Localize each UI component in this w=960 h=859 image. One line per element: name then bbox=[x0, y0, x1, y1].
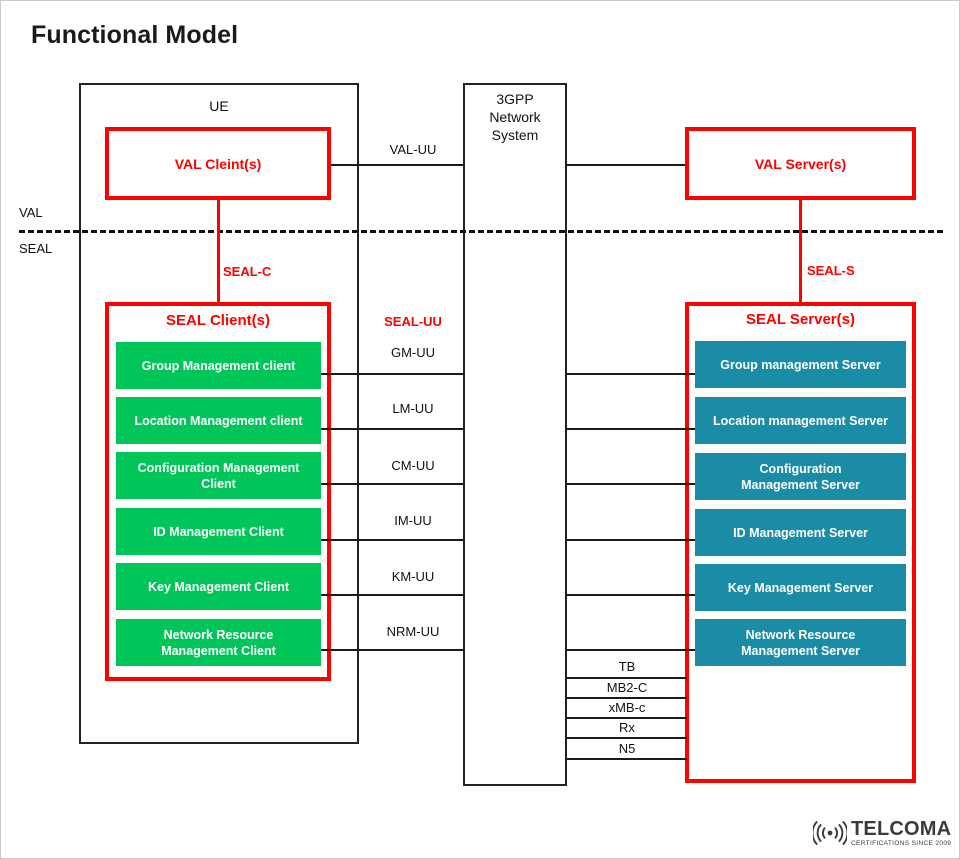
interface-label-0: GM-UU bbox=[390, 345, 436, 360]
network-connector-0 bbox=[567, 677, 687, 679]
service-connector-0-right bbox=[567, 373, 695, 375]
network-connector-2 bbox=[567, 717, 687, 719]
ue-container bbox=[79, 83, 359, 744]
network-interface-label-0: TB bbox=[618, 659, 636, 674]
service-connector-1-left bbox=[321, 428, 463, 430]
chip-server-1[interactable]: Location management Server bbox=[695, 397, 906, 444]
network-connector-4 bbox=[567, 758, 687, 760]
service-connector-3-left bbox=[321, 539, 463, 541]
network-interface-label-4: N5 bbox=[618, 741, 636, 756]
chip-client-5[interactable]: Network Resource Management Client bbox=[116, 619, 321, 666]
service-connector-3-right bbox=[567, 539, 695, 541]
val-uu-connector-left bbox=[331, 164, 463, 166]
interface-label-4: KM-UU bbox=[391, 569, 435, 584]
seal-s-label: SEAL-S bbox=[807, 263, 855, 278]
seal-uu-label: SEAL-UU bbox=[384, 314, 442, 329]
chip-client-4[interactable]: Key Management Client bbox=[116, 563, 321, 610]
seal-servers-label: SEAL Server(s) bbox=[746, 311, 855, 328]
chip-client-3[interactable]: ID Management Client bbox=[116, 508, 321, 555]
service-connector-0-left bbox=[321, 373, 463, 375]
chip-server-4[interactable]: Key Management Server bbox=[695, 564, 906, 611]
chip-server-5[interactable]: Network Resource Management Server bbox=[695, 619, 906, 666]
service-connector-2-left bbox=[321, 483, 463, 485]
val-uu-connector-right bbox=[567, 164, 685, 166]
interface-label-2: CM-UU bbox=[391, 458, 435, 473]
network-interface-label-2: xMB-c bbox=[608, 700, 646, 715]
service-connector-2-right bbox=[567, 483, 695, 485]
network-connector-1 bbox=[567, 697, 687, 699]
chip-server-3[interactable]: ID Management Server bbox=[695, 509, 906, 556]
logo-tagline: CERTIFICATIONS SINCE 2009 bbox=[851, 840, 952, 847]
val-server-box[interactable] bbox=[685, 127, 916, 200]
network-interface-label-3: Rx bbox=[619, 720, 635, 735]
val-server-label: VAL Server(s) bbox=[754, 156, 847, 172]
seal-c-connector bbox=[217, 198, 220, 303]
chip-client-0[interactable]: Group Management client bbox=[116, 342, 321, 389]
network-interface-label-1: MB2-C bbox=[606, 680, 648, 695]
chip-client-2[interactable]: Configuration Management Client bbox=[116, 452, 321, 499]
logo-name: TELCOMA bbox=[851, 818, 952, 840]
service-connector-5-left bbox=[321, 649, 463, 651]
interface-label-1: LM-UU bbox=[392, 401, 434, 416]
service-connector-4-right bbox=[567, 594, 695, 596]
chip-server-2[interactable]: Configuration Management Server bbox=[695, 453, 906, 500]
service-connector-4-left bbox=[321, 594, 463, 596]
val-layer-label: VAL bbox=[19, 205, 43, 220]
interface-label-3: IM-UU bbox=[394, 513, 432, 528]
service-connector-1-right bbox=[567, 428, 695, 430]
seal-clients-label: SEAL Client(s) bbox=[166, 312, 270, 329]
val-seal-divider bbox=[19, 230, 943, 233]
seal-layer-label: SEAL bbox=[19, 241, 53, 256]
network-connector-3 bbox=[567, 737, 687, 739]
interface-label-5: NRM-UU bbox=[386, 624, 440, 639]
seal-s-connector bbox=[799, 198, 802, 302]
val-uu-label: VAL-UU bbox=[389, 142, 437, 157]
telcoma-logo: TELCOMA CERTIFICATIONS SINCE 2009 bbox=[813, 819, 951, 848]
seal-c-label: SEAL-C bbox=[223, 264, 272, 279]
service-connector-5-right bbox=[567, 649, 695, 651]
chip-client-1[interactable]: Location Management client bbox=[116, 397, 321, 444]
chip-server-0[interactable]: Group management Server bbox=[695, 341, 906, 388]
val-client-label: VAL Cleint(s) bbox=[174, 156, 262, 172]
network-system-label: 3GPP Network System bbox=[489, 91, 541, 143]
wireless-signal-icon bbox=[813, 820, 847, 846]
page-title: Functional Model bbox=[31, 21, 239, 49]
network-system-container bbox=[463, 83, 567, 786]
ue-label: UE bbox=[209, 98, 229, 114]
